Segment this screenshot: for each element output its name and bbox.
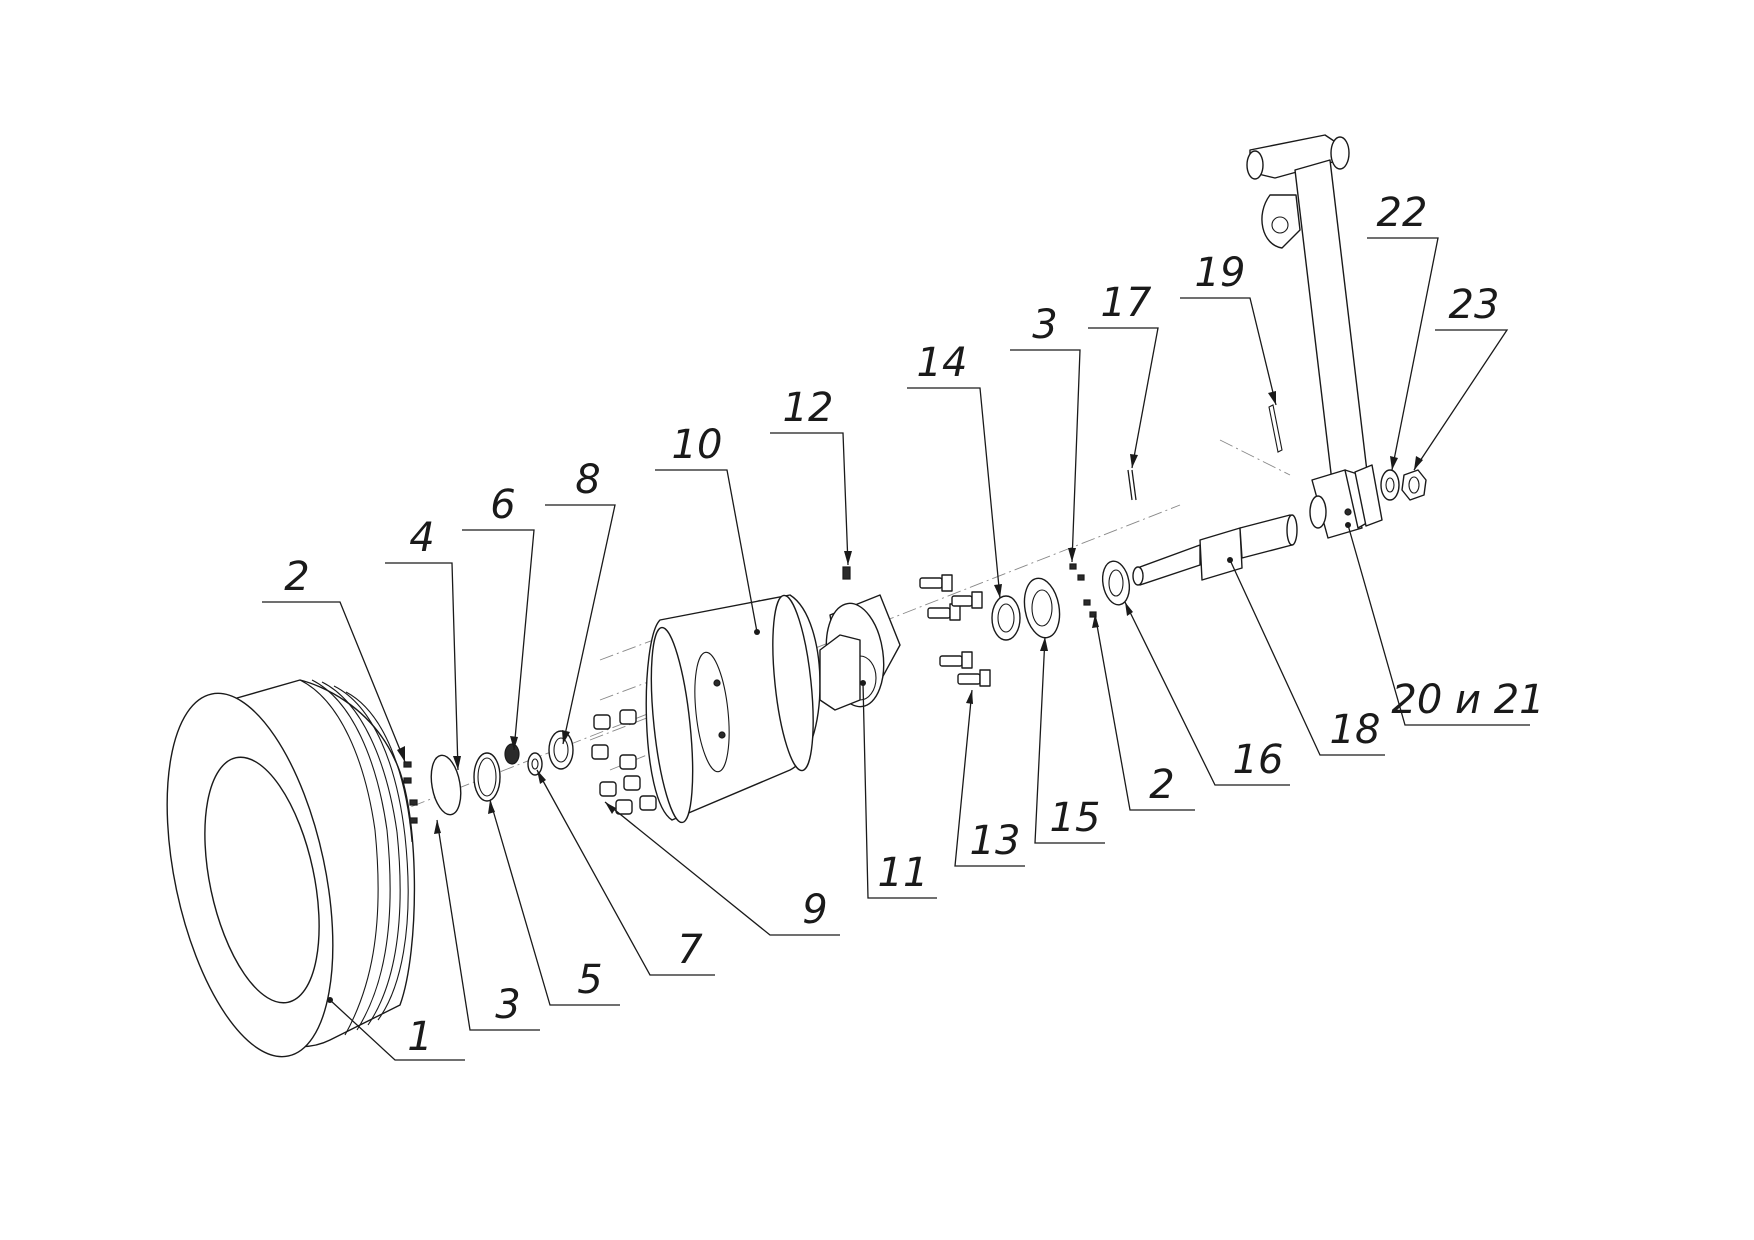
callout-label-12: 12	[783, 385, 834, 431]
pin-19	[1268, 404, 1283, 453]
callout-label-17: 17	[1101, 280, 1152, 326]
callout-5: 5	[488, 799, 620, 1006]
callout-label-19: 19	[1195, 250, 1246, 296]
wheel-rim	[645, 594, 821, 824]
callout-label-9b: 9	[802, 887, 827, 933]
callout-1: 1	[327, 997, 465, 1061]
callout-8: 8	[545, 457, 616, 745]
callout-label-16: 16	[1233, 737, 1284, 783]
axle	[1132, 514, 1298, 586]
callout-label-18: 18	[1330, 707, 1381, 753]
seal-ring	[991, 595, 1021, 641]
callout-label-15: 15	[1050, 795, 1101, 841]
callout-label-2-right: 2	[1149, 762, 1174, 808]
callout-label-7: 7	[677, 927, 703, 973]
tire	[166, 679, 416, 1058]
arm-bracket	[1246, 134, 1383, 539]
bearing-inner	[1101, 560, 1131, 606]
callout-label-3-right: 3	[1032, 302, 1057, 348]
fasteners-right	[1069, 563, 1097, 618]
callout-3-right: 3	[1010, 302, 1081, 563]
castle-nut-23	[1401, 469, 1427, 501]
hub	[819, 594, 901, 711]
callout-7: 7	[536, 769, 715, 976]
castle-nut	[504, 743, 520, 765]
callout-label-3-left: 3	[495, 982, 520, 1028]
bearing-outer	[548, 730, 574, 770]
callout-18: 18	[1227, 557, 1385, 756]
callout-4: 4	[385, 515, 461, 771]
callout-9: 9	[604, 801, 840, 936]
callout-label-4: 4	[409, 515, 434, 561]
wheel-nuts	[591, 709, 657, 815]
callout-label-20-21: 20 и 21	[1391, 677, 1544, 723]
callout-17: 17	[1088, 280, 1159, 469]
dust-plate	[1023, 577, 1061, 639]
callout-label-1: 1	[407, 1014, 432, 1060]
callout-22: 22	[1367, 190, 1439, 471]
bolts-left	[403, 761, 418, 824]
callout-3-left: 3	[434, 819, 540, 1031]
grease-nipple	[842, 566, 851, 580]
callout-6: 6	[462, 482, 535, 751]
callout-15: 15	[1034, 636, 1105, 844]
washer	[527, 752, 543, 776]
washer-22	[1380, 469, 1400, 501]
callout-2-left: 2	[262, 554, 406, 763]
callout-label-14: 14	[917, 340, 968, 386]
callout-19: 19	[1180, 250, 1277, 406]
callouts: 1 2 2 3 3 4	[262, 190, 1545, 1061]
callout-23: 23	[1413, 282, 1509, 471]
callout-10: 10	[655, 422, 760, 635]
hub-cap	[430, 754, 462, 816]
callout-label-11: 11	[878, 850, 929, 896]
callout-label-22: 22	[1377, 190, 1428, 236]
callout-label-23: 23	[1449, 282, 1500, 328]
callout-11: 11	[860, 680, 937, 899]
callout-16: 16	[1124, 601, 1290, 786]
retaining-ring	[473, 752, 501, 802]
callout-label-5: 5	[577, 957, 602, 1003]
cotter-pin	[1127, 469, 1137, 501]
callout-label-9: 8	[575, 457, 600, 503]
callout-20-21: 20 и 21	[1345, 522, 1545, 726]
callout-2-right: 2	[1092, 613, 1195, 811]
callout-13: 13	[954, 689, 1025, 867]
callout-label-2-left: 2	[284, 554, 309, 600]
callout-14: 14	[907, 340, 1002, 599]
hub-bolts	[919, 574, 991, 687]
callout-label-13: 13	[970, 818, 1021, 864]
callout-12: 12	[770, 385, 852, 566]
callout-label-6: 6	[490, 482, 515, 528]
callout-label-10: 10	[672, 422, 723, 468]
